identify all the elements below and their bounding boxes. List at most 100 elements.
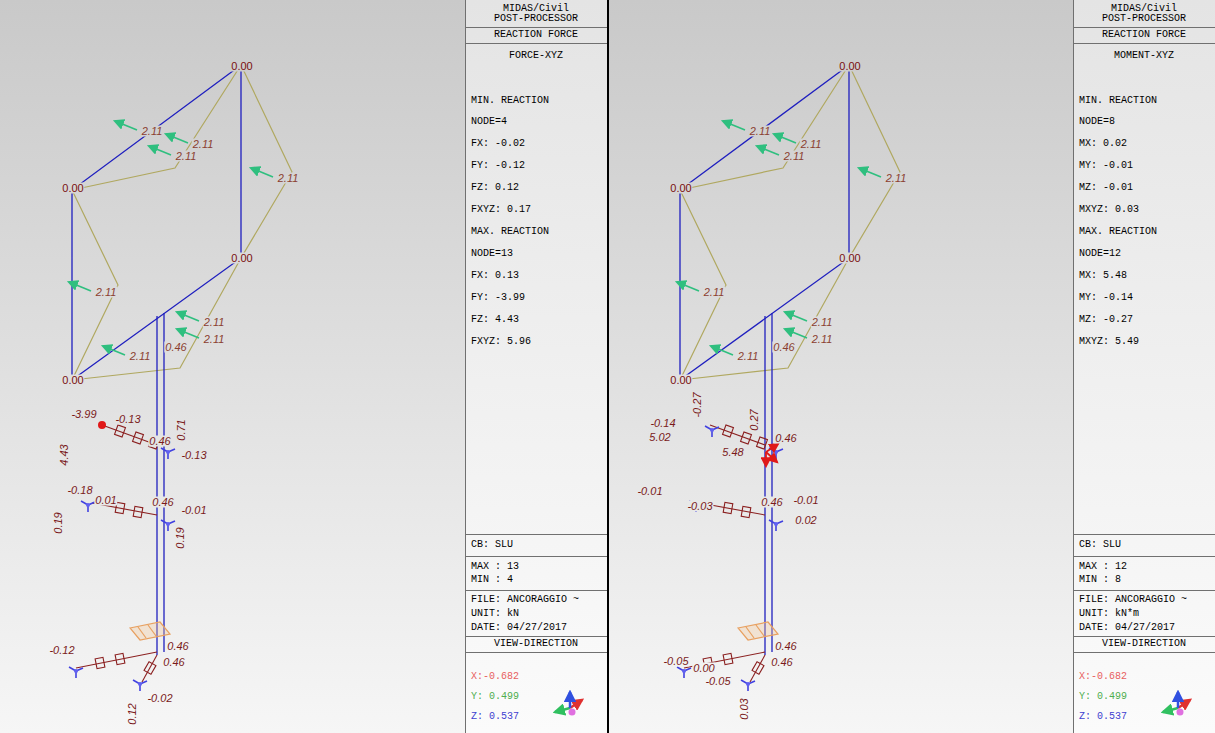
info-text: MAX : 12 xyxy=(1079,562,1127,572)
reaction-value: 0.19 xyxy=(53,511,64,534)
reaction-value: 5.02 xyxy=(648,432,671,443)
node-reaction-value: 0.00 xyxy=(838,61,861,72)
info-text: NODE=13 xyxy=(471,249,513,259)
panel-rule xyxy=(465,652,607,653)
node-reaction-value: 0.00 xyxy=(61,375,84,386)
reaction-value: 0.46 xyxy=(770,657,793,668)
info-heading: REACTION FORCE xyxy=(494,30,578,40)
panel-rule xyxy=(465,0,466,733)
reaction-value: 0.46 xyxy=(148,436,171,447)
load-value: 2.11 xyxy=(277,173,300,184)
info-text: FZ: 4.43 xyxy=(471,315,519,325)
panel-divider xyxy=(607,0,609,733)
view-direction-x: X:-0.682 xyxy=(1079,672,1127,682)
moment-arrow xyxy=(766,444,778,452)
info-panel xyxy=(465,0,607,733)
view-direction-z: Z: 0.537 xyxy=(471,712,519,722)
view-direction-z: Z: 0.537 xyxy=(1079,712,1127,722)
reaction-value: 0.46 xyxy=(162,657,185,668)
load-value: 2.11 xyxy=(737,351,760,362)
reaction-value: 5.48 xyxy=(721,447,744,458)
panel-rule xyxy=(465,0,1215,733)
node-reaction-value: 0.00 xyxy=(61,183,84,194)
load-value: 0.46 xyxy=(164,342,187,353)
model-view xyxy=(705,426,719,437)
load-value: 2.11 xyxy=(203,317,226,328)
info-text: DATE: 04/27/2017 xyxy=(1079,623,1175,633)
reaction-value: -0.13 xyxy=(180,450,207,461)
panel-rule xyxy=(465,27,607,28)
view-direction-y: Y: 0.499 xyxy=(471,692,519,702)
info-heading: REACTION FORCE xyxy=(1102,30,1186,40)
moment-arrow xyxy=(766,444,778,466)
info-text: NODE=4 xyxy=(471,117,507,127)
panel-rule xyxy=(465,590,607,591)
reaction-value: 0.46 xyxy=(151,497,174,508)
panel-rule xyxy=(1073,636,1215,637)
view-direction-y: Y: 0.499 xyxy=(1079,692,1127,702)
info-text: DATE: 04/27/2017 xyxy=(471,623,567,633)
reaction-value: -0.01 xyxy=(180,505,207,516)
reaction-value: 0.03 xyxy=(739,697,750,720)
reaction-value: 0.27 xyxy=(749,408,760,431)
info-text: FZ: 0.12 xyxy=(471,183,519,193)
panel-rule xyxy=(1073,0,1074,733)
info-heading: FORCE-XYZ xyxy=(509,51,563,61)
info-text: MIN. REACTION xyxy=(471,96,549,106)
reaction-value: -0.18 xyxy=(66,485,93,496)
reaction-value: -0.01 xyxy=(792,495,819,506)
panel-rule xyxy=(1073,43,1215,44)
node-reaction-value: 0.00 xyxy=(230,61,253,72)
reaction-value: -0.14 xyxy=(649,418,676,429)
reaction-value: 0.46 xyxy=(760,497,783,508)
info-text: FY: -3.99 xyxy=(471,293,525,303)
panel-rule xyxy=(465,43,607,44)
reaction-value: 0.46 xyxy=(774,641,797,652)
load-value: 0.46 xyxy=(772,342,795,353)
panel-rule xyxy=(1073,27,1215,28)
reaction-value: 4.43 xyxy=(59,443,70,466)
reaction-value: 0.46 xyxy=(774,433,797,444)
load-value: 2.11 xyxy=(95,287,118,298)
node-reaction-value: 0.00 xyxy=(230,253,253,264)
reaction-value: 0.12 xyxy=(127,702,138,725)
info-text: MZ: -0.27 xyxy=(1079,315,1133,325)
reaction-value: 0.02 xyxy=(794,515,817,526)
reaction-value: 0.01 xyxy=(94,495,117,506)
moment-arrow xyxy=(766,452,777,462)
load-value: 2.11 xyxy=(885,173,908,184)
info-text: FXYZ: 0.17 xyxy=(471,205,531,215)
structure-model xyxy=(69,63,292,692)
info-text: MIN : 8 xyxy=(1079,575,1121,585)
reaction-value: -0.12 xyxy=(48,645,75,656)
panel-rule xyxy=(1073,534,1215,535)
info-text: NODE=8 xyxy=(1079,117,1115,127)
panel-rule xyxy=(1073,590,1215,591)
panel-rule xyxy=(1073,652,1215,653)
reaction-value: -0.27 xyxy=(692,391,703,418)
node-reaction-value: 0.00 xyxy=(669,183,692,194)
reaction-value: -0.05 xyxy=(662,656,689,667)
load-value: 2.11 xyxy=(783,151,806,162)
moment-arrow xyxy=(765,452,767,466)
node-reaction-value: 0.00 xyxy=(669,375,692,386)
load-value: 2.11 xyxy=(800,139,823,150)
panel-ground xyxy=(0,0,607,733)
info-text: MXYZ: 0.03 xyxy=(1079,205,1139,215)
max-node-marker xyxy=(98,421,106,429)
info-text: MAX : 13 xyxy=(471,562,519,572)
reaction-value: 0.00 xyxy=(692,663,715,674)
reaction-value: 0.19 xyxy=(175,526,186,549)
load-value: 2.11 xyxy=(192,139,215,150)
info-text: MY: -0.14 xyxy=(1079,293,1133,303)
info-text: NODE=12 xyxy=(1079,249,1121,259)
structure-model xyxy=(677,63,900,692)
reaction-value: 0.71 xyxy=(176,418,187,441)
info-heading: VIEW-DIRECTION xyxy=(1102,639,1186,649)
info-text: MIN : 4 xyxy=(471,575,513,585)
info-text: UNIT: kN*m xyxy=(1079,609,1139,619)
load-value: 2.11 xyxy=(703,287,726,298)
load-value: 2.11 xyxy=(749,126,772,137)
